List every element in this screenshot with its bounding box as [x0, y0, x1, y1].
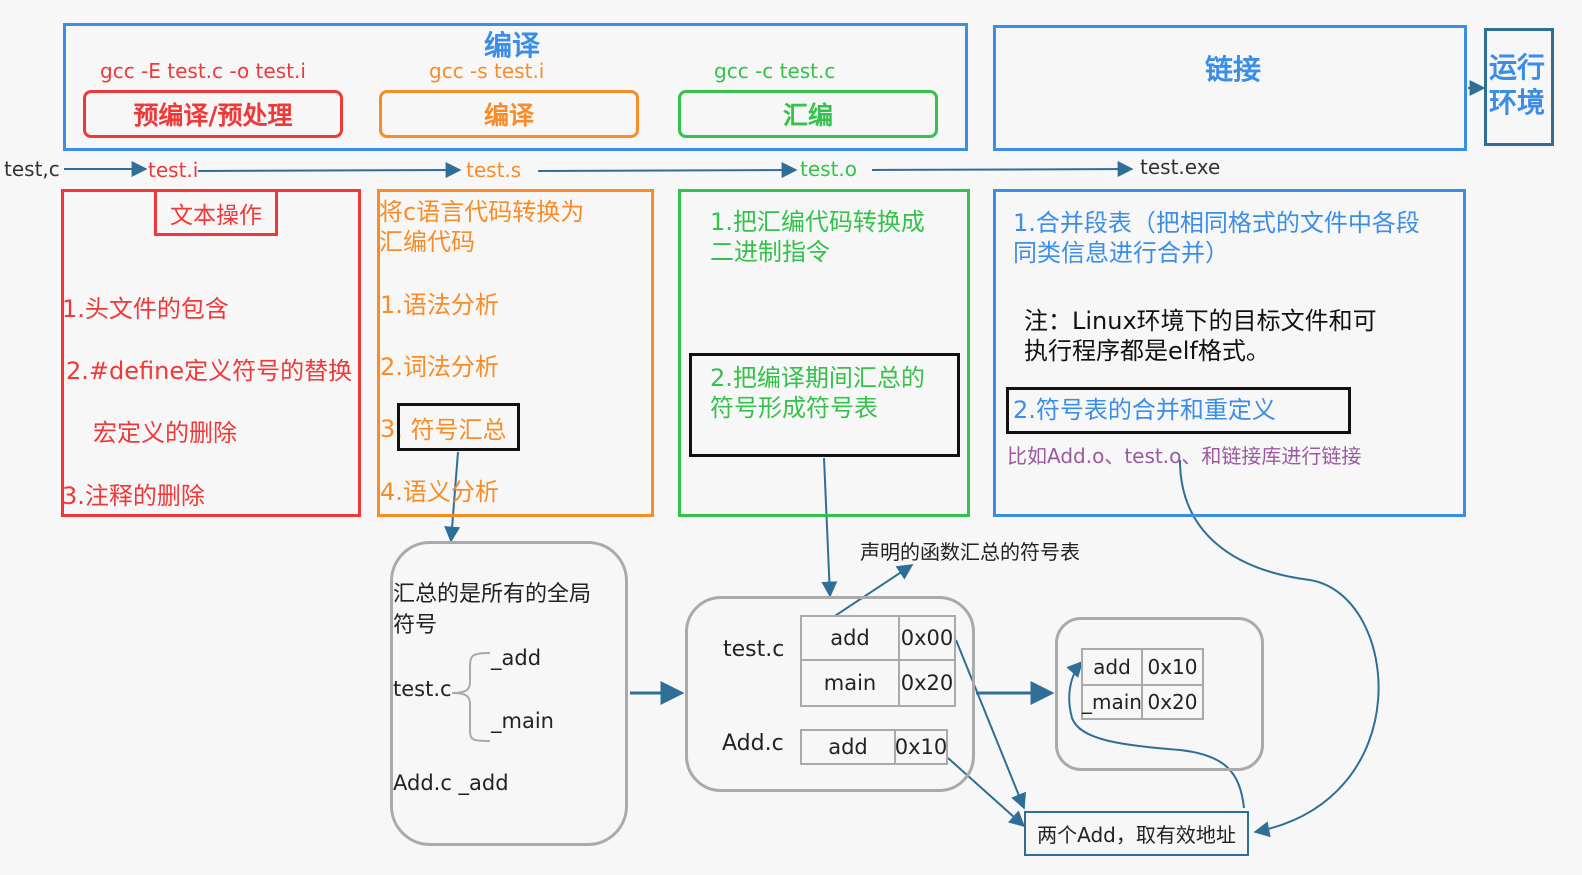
assemble-detail-panel [678, 189, 970, 517]
link-title: 链接 [1205, 53, 1262, 86]
result-text: 两个Add，取有效地址 [1037, 823, 1236, 847]
flow-arrow-o-exe [871, 161, 1134, 178]
symtab-test-c: test.c [723, 637, 785, 662]
link-item-1: 1.合并段表（把相同格式的文件中各段 同类信息进行合并） [1013, 209, 1420, 267]
compile-detail-panel [377, 189, 654, 517]
link-stage-panel [993, 25, 1467, 151]
stage-preprocess-label: 预编译/预处理 [133, 101, 293, 130]
stage-compile: 编译 [379, 90, 639, 138]
merged-row1-addr: 0x10 [1141, 648, 1204, 686]
symtab-add-c: Add.c [722, 731, 784, 756]
runtime-panel [1484, 28, 1554, 146]
text-op-label-box: 文本操作 [154, 189, 278, 236]
flow-arrow-s-o [537, 162, 798, 179]
summary-sym-main: _main [491, 709, 554, 733]
stage-compile-label: 编译 [483, 101, 534, 130]
asm-item-1: 1.把汇编代码转换成 二进制指令 [710, 208, 925, 266]
result-box: 两个Add，取有效地址 [1024, 811, 1249, 856]
merged-row2-addr: 0x20 [1141, 684, 1204, 720]
summary-sym-add: _add [491, 646, 542, 670]
merged-panel [1055, 617, 1264, 771]
symtab-add-row-name: add [800, 729, 896, 765]
link-item-2-box [1006, 387, 1351, 434]
symtab-panel [685, 596, 975, 792]
arrow-row-result-1 [955, 639, 1027, 810]
link-detail-panel [993, 189, 1466, 517]
summary-add-c: Add.c _add [393, 771, 509, 795]
text-op-label: 文本操作 [170, 202, 262, 229]
flow-src: test,c [4, 157, 60, 181]
symtab-row2-name: main [800, 659, 900, 707]
summary-panel [390, 541, 628, 846]
flow-o: test.o [800, 157, 858, 181]
pre-item-2b: 宏定义的删除 [93, 419, 237, 447]
comp-item-2: 2.词法分析 [380, 353, 499, 381]
link-item-2: 2.符号表的合并和重定义 [1013, 396, 1276, 424]
link-note: 注：Linux环境下的目标文件和可 执行程序都是elf格式。 [1024, 307, 1377, 365]
symtab-annotation: 声明的函数汇总的符号表 [860, 540, 1080, 564]
cmd-assemble: gcc -c test.c [714, 59, 836, 83]
summary-brace [451, 652, 491, 742]
flow-arrow-i-s [197, 162, 462, 179]
symtab-row1-name: add [800, 615, 900, 661]
comp-desc: 将c语言代码转换为 汇编代码 [379, 198, 585, 256]
flow-i: test.i [148, 158, 199, 182]
stage-preprocess: 预编译/预处理 [83, 90, 343, 138]
link-example: 比如Add.o、test.o、和链接库进行链接 [1007, 444, 1362, 468]
symtab-add-row-addr: 0x10 [894, 729, 948, 765]
comp-item-1: 1.语法分析 [380, 291, 499, 319]
stage-assemble-label: 汇编 [782, 101, 833, 130]
merged-row1-name: add [1081, 648, 1143, 686]
pre-item-3: 3.注释的删除 [62, 482, 205, 510]
comp-item-4: 4.语义分析 [380, 478, 499, 506]
symtab-row1-addr: 0x00 [898, 615, 956, 661]
pre-item-2: 2.#define定义符号的替换 [66, 357, 353, 385]
flow-s: test.s [466, 158, 522, 182]
preprocess-detail-panel [61, 189, 361, 517]
compile-title: 编译 [484, 29, 541, 62]
runtime-title: 运行 环境 [1489, 51, 1546, 119]
pre-item-1: 1.头文件的包含 [62, 295, 229, 323]
cmd-preprocess: gcc -E test.c -o test.i [100, 59, 306, 83]
symbol-summary-label: 符号汇总 [410, 415, 507, 444]
compile-stage-panel [63, 23, 968, 151]
curve-link-result [1179, 459, 1380, 838]
asm-item-2: 2.把编译期间汇总的 符号形成符号表 [710, 364, 925, 422]
asm-symtab-box [689, 353, 960, 457]
stage-assemble: 汇编 [678, 90, 938, 138]
summary-text: 汇总的是所有的全局 符号 [393, 582, 592, 638]
arrow-asm-symtab [821, 457, 838, 598]
symbol-summary-box: 符号汇总 [397, 403, 520, 451]
arrow-symbols-summary [444, 451, 461, 543]
flow-exe: test.exe [1140, 155, 1221, 179]
cmd-compile: gcc -s test.i [429, 59, 545, 83]
merged-row2-name: _main [1081, 684, 1143, 720]
symtab-row2-addr: 0x20 [898, 659, 956, 707]
summary-test-c: test.c [393, 677, 452, 701]
